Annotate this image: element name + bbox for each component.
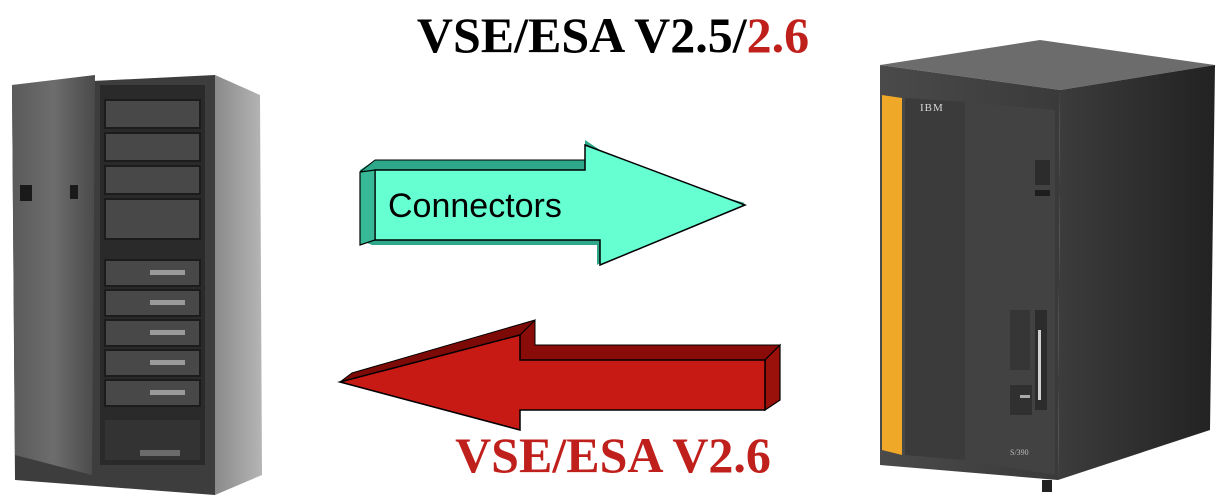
s390-model-label: S/390 xyxy=(1010,448,1029,457)
title-top-suffix: 2.6 xyxy=(746,7,810,63)
vse-esa-arrow xyxy=(337,318,782,431)
s390-server: IBM S/390 xyxy=(870,10,1226,500)
ibm-logo: IBM xyxy=(920,102,944,114)
title-bottom: VSE/ESA V2.6 xyxy=(455,427,771,483)
connectors-arrow xyxy=(359,140,748,267)
connectors-label: Connectors xyxy=(388,187,562,225)
s390-server-image xyxy=(880,40,1215,492)
pc-server-image xyxy=(12,75,262,495)
title-top-prefix: VSE/ESA V2.5/ xyxy=(416,7,747,63)
title-top: VSE/ESA V2.5/2.6 xyxy=(0,10,1226,60)
